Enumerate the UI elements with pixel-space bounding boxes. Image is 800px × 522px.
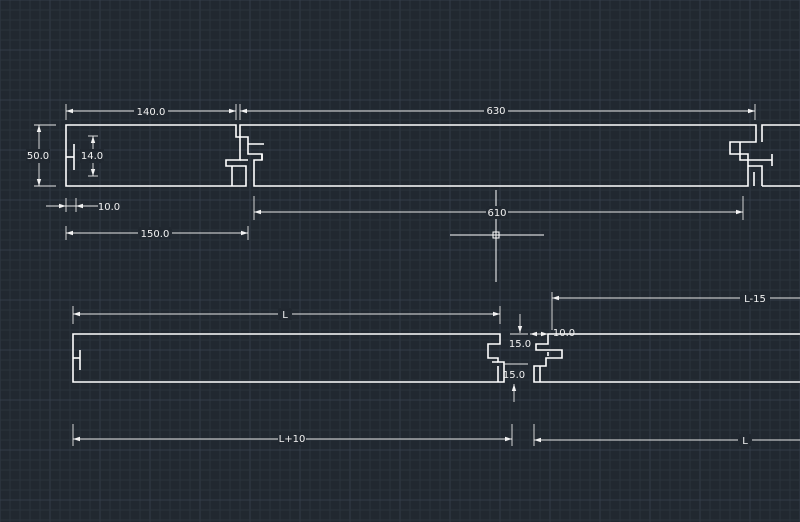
dimension-arrowhead — [505, 436, 512, 442]
bottom-left-groove-detail — [492, 361, 499, 382]
label-bg — [278, 308, 292, 320]
dimension-arrowhead — [66, 230, 73, 236]
dimension-arrowhead — [493, 311, 500, 317]
dimension-arrowhead — [748, 108, 755, 114]
dim-text-150: 150.0 — [141, 229, 170, 240]
middle-panel-left-joint — [248, 143, 264, 160]
dimension-arrowhead — [541, 331, 548, 337]
dimension-arrowhead — [36, 179, 42, 186]
dim-text-L-top: L — [282, 310, 288, 321]
bottom-panel-assembly — [72, 333, 800, 383]
label-bg — [80, 149, 104, 163]
dimension-arrowhead — [736, 209, 743, 215]
label-bg — [738, 434, 752, 446]
label-bg — [740, 292, 770, 305]
dim-text-height-50: 50.0 — [27, 151, 49, 162]
dimension-arrowhead — [241, 230, 248, 236]
label-bg — [138, 227, 172, 239]
dimension-arrowhead — [517, 326, 523, 333]
dimension-arrowhead — [90, 169, 96, 176]
dim-text-gap-10: 10.0 — [553, 328, 575, 339]
dimension-arrowhead — [254, 209, 261, 215]
dimension-text-layer: 140.0 630 50.0 14.0 10.0 150.0 610 L 15.… — [26, 105, 770, 447]
dimension-arrowhead — [90, 136, 96, 143]
dimension-arrowhead — [552, 295, 559, 301]
dim-text-tongue-14: 14.0 — [81, 151, 103, 162]
dim-text-610: 610 — [487, 208, 506, 219]
dim-text-offset-10: 10.0 — [98, 202, 120, 213]
dim-text-L-minus-15: L-15 — [744, 294, 766, 305]
dimension-arrowhead — [240, 108, 247, 114]
bottom-right-panel-outline — [533, 333, 800, 383]
label-bg — [484, 105, 508, 117]
dimension-arrowhead — [534, 437, 541, 443]
dimension-arrowhead — [66, 108, 73, 114]
dimension-arrowhead — [59, 203, 66, 209]
label-bg — [278, 432, 306, 445]
bottom-right-joint-detail — [539, 352, 549, 382]
dim-text-groove-15-top: 15.0 — [509, 339, 531, 350]
dimension-arrowhead — [73, 436, 80, 442]
top-panel-assembly — [65, 124, 800, 187]
middle-panel-outline — [239, 124, 757, 187]
dimension-arrowhead — [36, 125, 42, 132]
label-bg — [26, 149, 50, 163]
dimension-arrowhead — [229, 108, 236, 114]
right-partial-panel-outline — [761, 124, 800, 187]
dim-text-630: 630 — [486, 106, 505, 117]
dim-text-L-bottom: L — [742, 436, 748, 447]
dim-text-groove-15-bottom: 15.0 — [503, 370, 525, 381]
dimension-arrowhead — [76, 203, 83, 209]
dimension-arrowhead — [511, 384, 517, 391]
dimension-layer — [34, 104, 800, 446]
dim-text-140: 140.0 — [137, 107, 166, 118]
dimension-arrowhead — [73, 311, 80, 317]
dim-text-L-plus-10: L+10 — [279, 434, 306, 445]
label-bg — [134, 105, 168, 117]
left-panel-groove-detail — [231, 159, 248, 186]
label-bg — [486, 206, 508, 219]
left-panel-outline — [65, 124, 247, 187]
crosshair-cursor — [450, 190, 544, 282]
bottom-left-panel-outline — [72, 333, 505, 383]
middle-panel-right-joint — [739, 142, 772, 186]
crosshair-pickbox — [492, 231, 500, 239]
dimension-arrowhead — [530, 331, 537, 337]
